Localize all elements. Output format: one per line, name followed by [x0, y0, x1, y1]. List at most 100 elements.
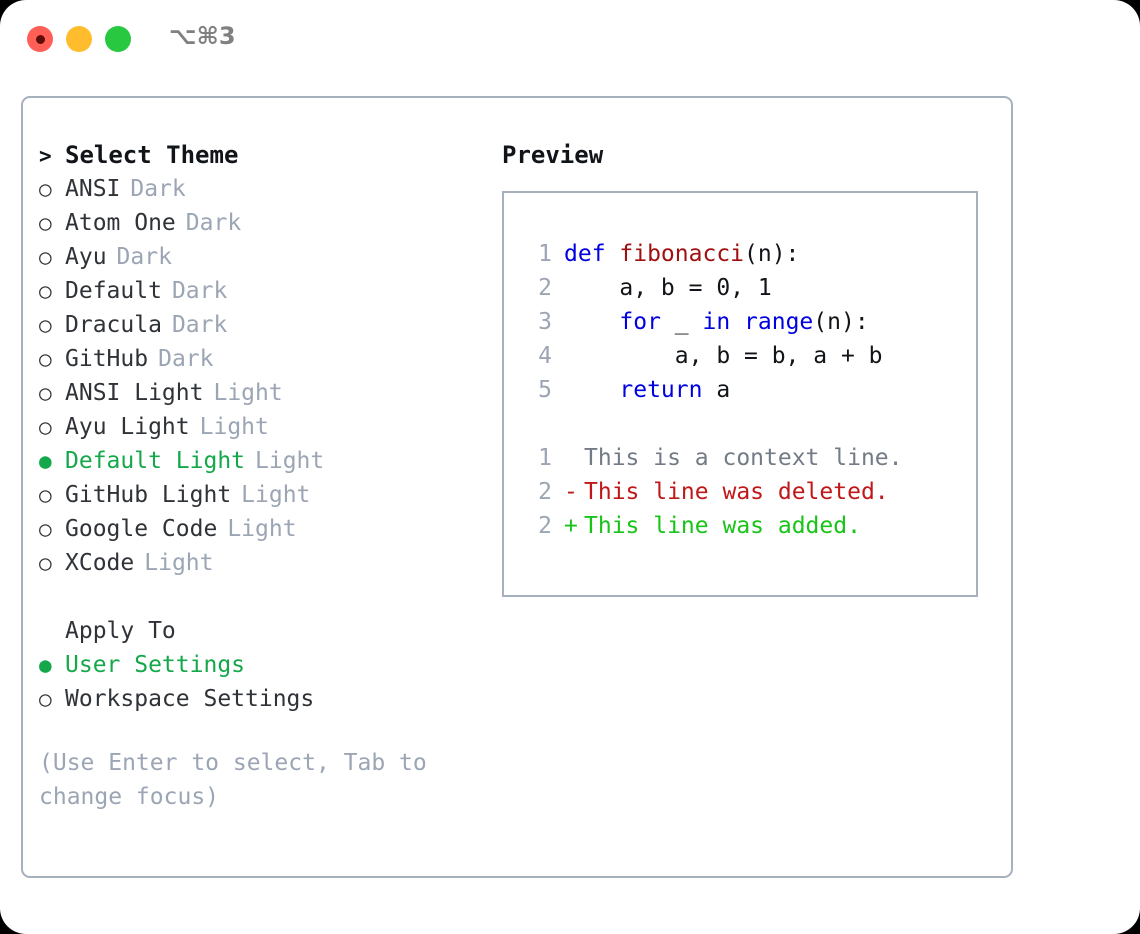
- minimize-button[interactable]: [66, 26, 92, 52]
- line-number: 2: [538, 479, 552, 505]
- code-token-builtin: range: [744, 309, 814, 335]
- diff-text: This is a context line.: [584, 445, 903, 471]
- line-number: 5: [538, 377, 552, 403]
- radio-unselected-icon[interactable]: ○: [39, 279, 52, 303]
- code-line: 4 a, b = b, a + b: [520, 339, 976, 373]
- radio-selected-icon[interactable]: ●: [39, 653, 52, 677]
- theme-option-label: Ayu: [65, 244, 107, 270]
- theme-option-label: Dracula: [65, 312, 162, 338]
- radio-unselected-icon[interactable]: ○: [39, 483, 52, 507]
- theme-chooser: > Select Theme ○ ANSI Dark ○ Atom One Da…: [39, 138, 499, 814]
- diff-marker: +: [564, 513, 578, 539]
- radio-unselected-icon[interactable]: ○: [39, 517, 52, 541]
- diff-line-added: 2 + This line was added.: [520, 509, 976, 543]
- code-content: a, b = 0, 1: [564, 275, 772, 301]
- code-token-plain: _: [674, 309, 703, 335]
- theme-option-tag: Light: [227, 516, 297, 542]
- theme-option-label: XCode: [65, 550, 135, 576]
- theme-option-tag: Dark: [158, 346, 214, 372]
- code-line: 1 def fibonacci(n):: [520, 237, 976, 271]
- theme-option-github-light[interactable]: ○ GitHub Light Light: [39, 478, 499, 512]
- theme-option-default-dark[interactable]: ○ Default Dark: [39, 274, 499, 308]
- line-number: 2: [538, 513, 552, 539]
- code-token-plain: (n):: [744, 241, 800, 267]
- line-number: 1: [538, 445, 552, 471]
- theme-option-xcode[interactable]: ○ XCode Light: [39, 546, 499, 580]
- radio-unselected-icon[interactable]: ○: [39, 687, 52, 711]
- radio-unselected-icon[interactable]: ○: [39, 313, 52, 337]
- code-line: 3 for _ in range(n):: [520, 305, 976, 339]
- apply-to-option-workspace-settings[interactable]: ○ Workspace Settings: [39, 682, 499, 716]
- theme-option-label: Google Code: [65, 516, 218, 542]
- diff-line-deleted: 2 - This line was deleted.: [520, 475, 976, 509]
- section-spacer: [39, 580, 499, 614]
- radio-unselected-icon[interactable]: ○: [39, 177, 52, 201]
- preview-code-box: 1 def fibonacci(n): 2 a, b = 0, 1 3 for …: [502, 191, 978, 597]
- code-line: 2 a, b = 0, 1: [520, 271, 976, 305]
- theme-list-header: > Select Theme: [39, 138, 499, 172]
- code-blank-line: [520, 407, 976, 441]
- theme-option-label: GitHub: [65, 346, 149, 372]
- shortcut-label: ⌥⌘3: [169, 22, 236, 50]
- theme-option-ansi-light[interactable]: ○ ANSI Light Light: [39, 376, 499, 410]
- code-token-keyword: in: [702, 309, 745, 335]
- code-content: def fibonacci(n):: [564, 237, 799, 271]
- theme-option-default-light[interactable]: ● Default Light Light: [39, 444, 499, 478]
- theme-option-tag: Dark: [130, 176, 186, 202]
- radio-unselected-icon[interactable]: ○: [39, 245, 52, 269]
- code-token-plain: (n):: [813, 309, 869, 335]
- theme-option-tag: Light: [199, 414, 269, 440]
- code-token-plain: a: [716, 377, 731, 403]
- theme-option-tag: Dark: [171, 312, 228, 338]
- apply-to-option-user-settings[interactable]: ● User Settings: [39, 648, 499, 682]
- preview-title: Preview: [502, 141, 604, 169]
- theme-option-atom-one-dark[interactable]: ○ Atom One Dark: [39, 206, 499, 240]
- diff-text: This line was added.: [584, 513, 861, 539]
- theme-option-label: Ayu Light: [65, 414, 190, 440]
- theme-option-google-code[interactable]: ○ Google Code Light: [39, 512, 499, 546]
- zoom-button[interactable]: [105, 26, 131, 52]
- code-content: return a: [564, 373, 730, 407]
- theme-option-label: Atom One: [65, 210, 176, 236]
- caret-icon: >: [39, 144, 52, 168]
- line-number: 2: [538, 275, 552, 301]
- apply-to-option-label: User Settings: [65, 652, 246, 678]
- radio-unselected-icon[interactable]: ○: [39, 551, 52, 575]
- theme-option-tag: Dark: [171, 278, 228, 304]
- code-token-plain: [564, 377, 619, 403]
- code-content: a, b = b, a + b: [564, 343, 883, 369]
- theme-option-label: Default: [65, 278, 162, 304]
- radio-unselected-icon[interactable]: ○: [39, 347, 52, 371]
- theme-list-title: Select Theme: [65, 141, 239, 169]
- code-token-keyword: def: [564, 241, 620, 267]
- radio-unselected-icon[interactable]: ○: [39, 381, 52, 405]
- radio-unselected-icon[interactable]: ○: [39, 211, 52, 235]
- keyboard-hint-text: (Use Enter to select, Tab to change focu…: [39, 750, 427, 810]
- theme-option-github-dark[interactable]: ○ GitHub Dark: [39, 342, 499, 376]
- theme-option-tag: Dark: [185, 210, 242, 236]
- theme-option-ayu-dark[interactable]: ○ Ayu Dark: [39, 240, 499, 274]
- heading-indent-spacer: [39, 614, 65, 648]
- traffic-light-buttons: [27, 26, 131, 52]
- theme-option-label: ANSI: [65, 176, 121, 202]
- theme-option-label: ANSI Light: [65, 380, 204, 406]
- apply-to-heading: Apply To: [39, 614, 499, 648]
- code-token-function: fibonacci: [619, 241, 745, 267]
- title-bar: ⌥⌘3: [0, 0, 1140, 78]
- theme-option-dracula-dark[interactable]: ○ Dracula Dark: [39, 308, 499, 342]
- radio-selected-icon[interactable]: ●: [39, 449, 52, 473]
- preview-pane: Preview 1 def fibonacci(n): 2 a, b = 0, …: [502, 138, 992, 597]
- theme-option-ansi-dark[interactable]: ○ ANSI Dark: [39, 172, 499, 206]
- apply-to-title: Apply To: [65, 618, 176, 644]
- theme-option-tag: Light: [144, 550, 214, 576]
- close-button[interactable]: [27, 26, 53, 52]
- radio-unselected-icon[interactable]: ○: [39, 415, 52, 439]
- theme-selector-panel: > Select Theme ○ ANSI Dark ○ Atom One Da…: [21, 96, 1013, 878]
- code-content: for _ in range(n):: [564, 305, 869, 339]
- theme-option-label: GitHub Light: [65, 482, 232, 508]
- code-token-keyword: return: [619, 377, 717, 403]
- theme-option-label: Default Light: [65, 448, 246, 474]
- theme-option-ayu-light[interactable]: ○ Ayu Light Light: [39, 410, 499, 444]
- line-number: 3: [538, 309, 552, 335]
